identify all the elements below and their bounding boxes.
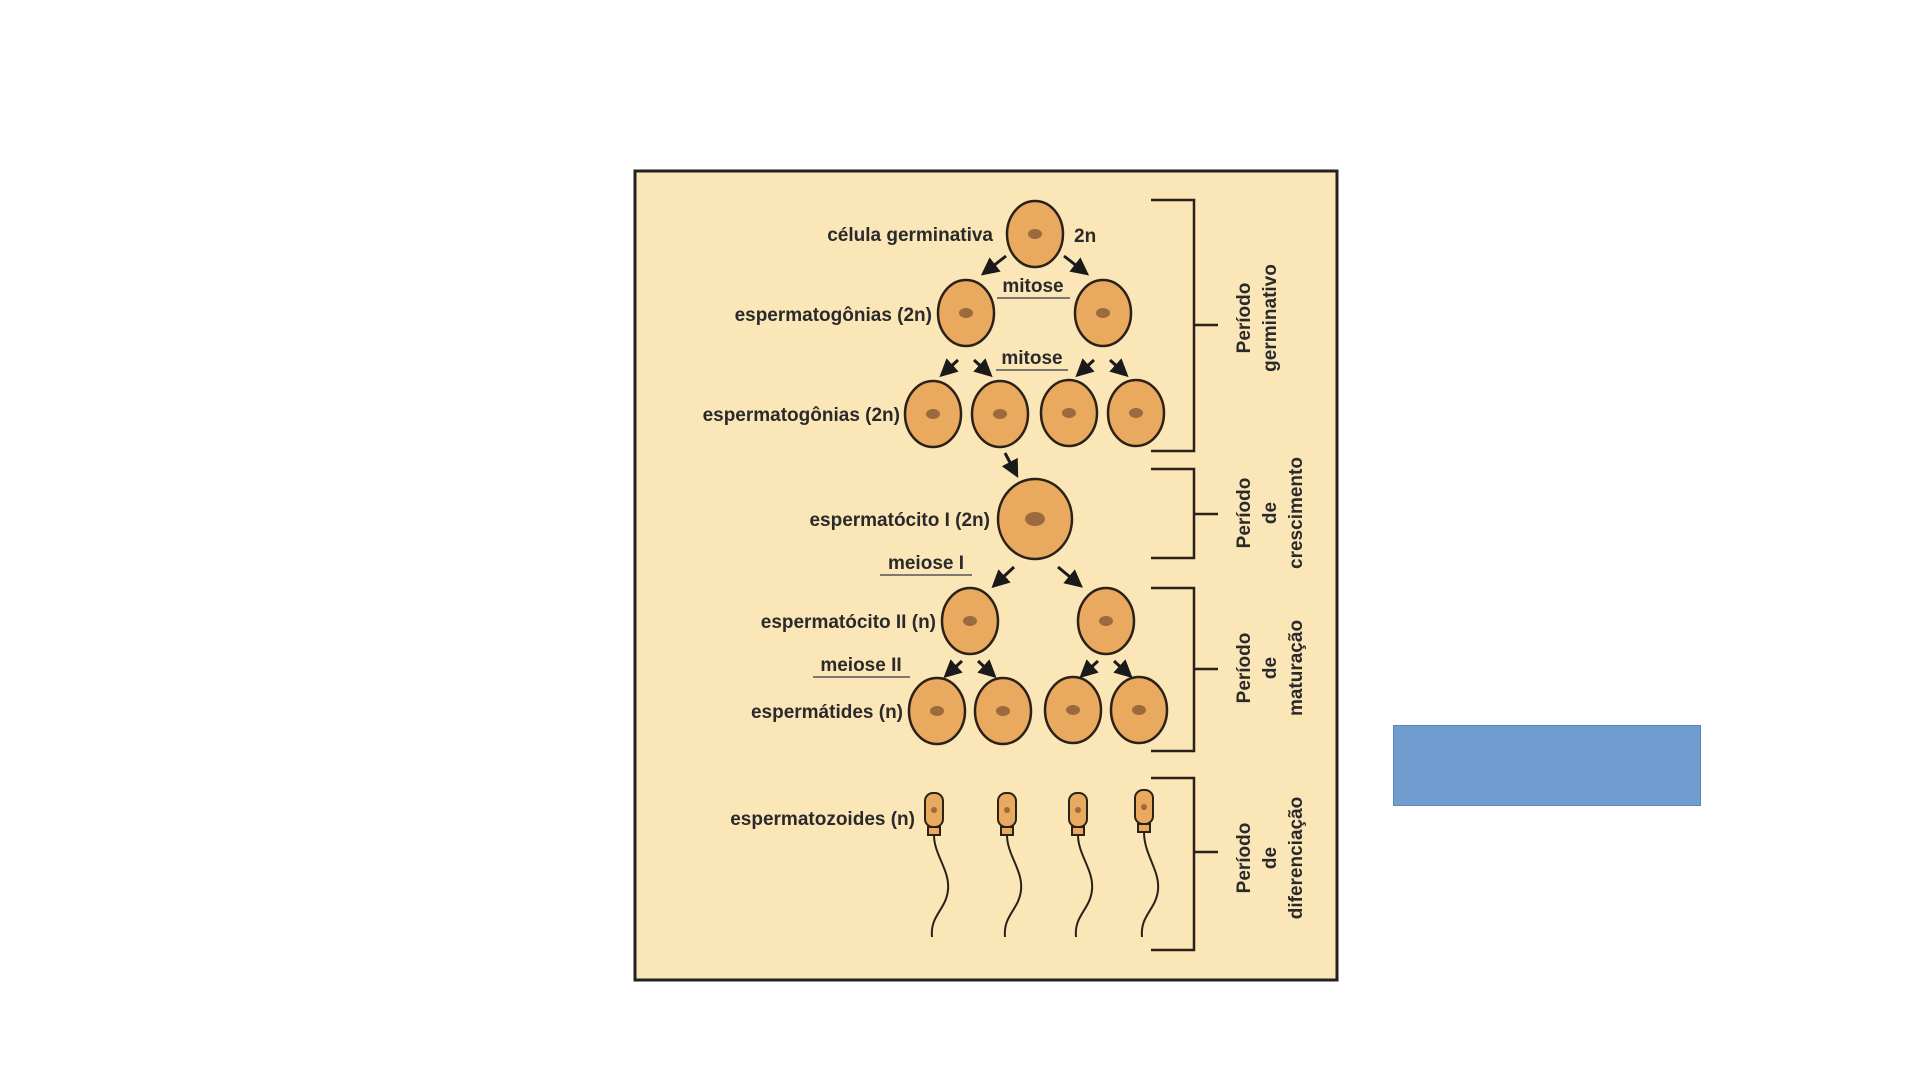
spermatogonia-row-2 <box>903 378 1166 449</box>
label-spermatids: espermátides (n) <box>751 702 903 723</box>
svg-text:Período: Período <box>1234 633 1255 704</box>
svg-text:de: de <box>1260 847 1281 869</box>
svg-text:Período: Período <box>1234 823 1255 894</box>
svg-text:Período: Período <box>1234 283 1255 354</box>
secondary-spermatocytes <box>940 586 1136 656</box>
period-differentiation: Período de diferenciação <box>1234 797 1307 920</box>
sperm-icon <box>1134 789 1160 938</box>
svg-text:germinativo: germinativo <box>1260 264 1281 372</box>
svg-text:de: de <box>1260 657 1281 679</box>
label-meiosis-1: meiose I <box>888 553 964 574</box>
label-spermatocyte-2: espermatócito II (n) <box>761 612 936 633</box>
svg-text:diferenciação: diferenciação <box>1286 797 1307 920</box>
svg-text:Período: Período <box>1234 478 1255 549</box>
period-brackets <box>1151 198 1218 952</box>
period-germinative: Período germinativo <box>1234 264 1281 372</box>
sperm-icon <box>1068 792 1094 938</box>
svg-text:de: de <box>1260 502 1281 524</box>
label-mitosis-2: mitose <box>1001 348 1062 369</box>
primary-spermatocyte <box>996 477 1074 561</box>
period-maturation: Período de maturação <box>1234 620 1307 716</box>
blue-placeholder-box <box>1393 725 1701 806</box>
spermatids <box>907 675 1169 746</box>
svg-text:crescimento: crescimento <box>1286 457 1307 569</box>
germ-cell <box>1005 199 1065 269</box>
label-spermatogonia-2: espermatogônias (2n) <box>703 405 900 426</box>
label-spermatocyte-1: espermatócito I (2n) <box>809 510 990 531</box>
sperm-icon <box>997 792 1023 938</box>
label-spermatogonia-1: espermatogônias (2n) <box>735 305 932 326</box>
spermatozoa <box>924 789 1160 938</box>
spermatogonia-row-1 <box>936 278 1133 348</box>
label-meiosis-2: meiose II <box>820 655 901 676</box>
svg-text:maturação: maturação <box>1286 620 1307 716</box>
period-growth: Período de crescimento <box>1234 457 1307 569</box>
label-mitosis-1: mitose <box>1002 276 1063 297</box>
label-germ-cell: célula germinativa <box>827 225 993 246</box>
arrows <box>939 254 1133 679</box>
label-spermatozoa: espermatozoides (n) <box>730 809 915 830</box>
sperm-icon <box>924 792 950 938</box>
label-germ-ploidy: 2n <box>1074 226 1096 247</box>
